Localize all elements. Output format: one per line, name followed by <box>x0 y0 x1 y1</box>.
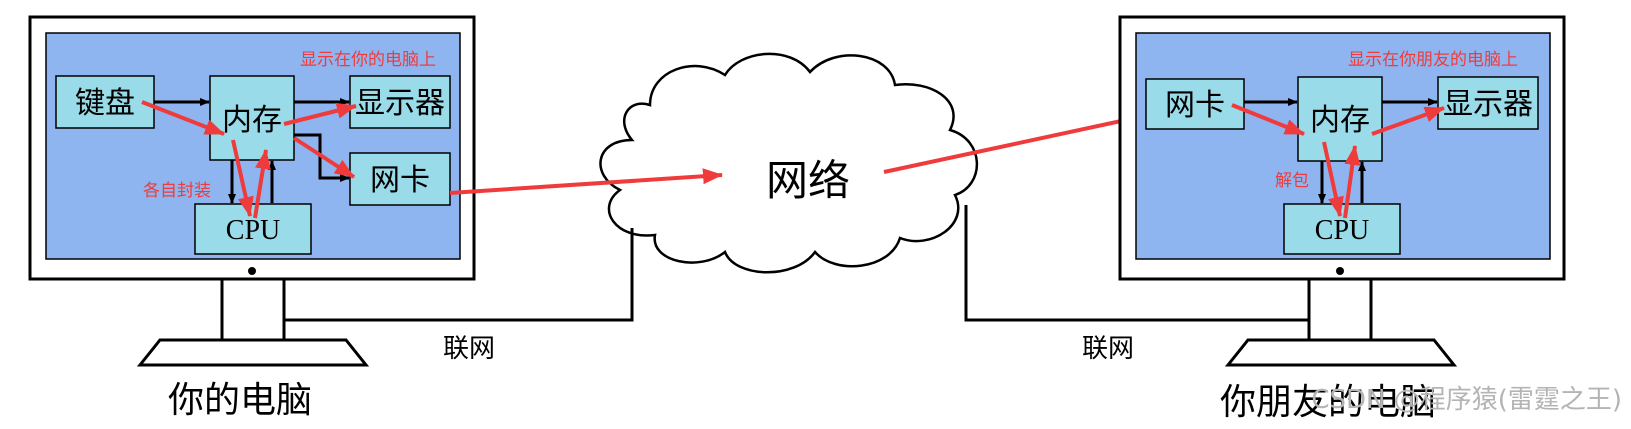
left-note-side: 各自封装 <box>143 181 211 201</box>
flow-network-to-right-nic <box>883 108 1164 174</box>
left-keyboard-label: 键盘 <box>75 86 135 121</box>
left-memory-box <box>209 75 295 161</box>
right-flow-memory-cpu <box>1322 141 1344 217</box>
right-computer: 网卡 内存 显示器 CPU 显示在你朋友的电脑上 解包 你朋友的电脑 <box>1118 15 1566 423</box>
left-note-top: 显示在你的电脑上 <box>300 50 436 70</box>
left-monitor-base <box>136 338 370 367</box>
right-nic-label: 网卡 <box>1165 88 1225 123</box>
right-display-box <box>1437 76 1539 130</box>
right-caption: 你朋友的电脑 <box>1220 382 1436 423</box>
left-flow-memory-cpu <box>231 139 254 217</box>
right-nic-box <box>1145 78 1245 130</box>
left-flow-memory-display <box>283 102 357 126</box>
right-memory-label: 内存 <box>1310 103 1370 138</box>
left-nic-label: 网卡 <box>370 163 430 198</box>
left-caption: 你的电脑 <box>168 380 312 421</box>
left-nic-box <box>349 152 451 206</box>
right-note-top: 显示在你朋友的电脑上 <box>1348 50 1518 70</box>
network-label: 网络 <box>766 156 850 205</box>
left-display-label: 显示器 <box>355 86 445 121</box>
right-flow-nic-memory <box>1231 103 1305 136</box>
right-memory-box <box>1297 76 1383 162</box>
flow-left-nic-to-network <box>449 168 723 195</box>
left-flow-cpu-memory <box>253 149 271 219</box>
right-flow-cpu-memory <box>1343 145 1361 219</box>
left-keyboard-box <box>55 75 155 129</box>
left-memory-label: 内存 <box>222 103 282 138</box>
right-display-label: 显示器 <box>1443 87 1533 122</box>
left-network-cable <box>284 228 634 322</box>
left-computer: 键盘 内存 显示器 网卡 CPU 显示在你的电脑上 各自封装 你的电脑 <box>28 15 476 421</box>
right-network-cable <box>964 205 1310 322</box>
cloud-shape <box>599 52 979 274</box>
right-power-led <box>1336 267 1344 275</box>
left-flow-memory-nic <box>292 136 356 179</box>
right-monitor-base <box>1224 338 1458 367</box>
right-cpu-label: CPU <box>1315 215 1369 246</box>
left-monitor-neck <box>220 271 286 349</box>
left-cpu-label: CPU <box>226 215 280 246</box>
csdn-watermark: CSDN @程序猿(雷霆之王) <box>1311 385 1622 415</box>
left-flow-keyboard-memory <box>141 100 225 136</box>
right-note-side: 解包 <box>1275 171 1309 191</box>
right-monitor-neck <box>1307 271 1373 349</box>
left-link-label: 联网 <box>443 334 495 364</box>
left-power-led <box>248 267 256 275</box>
left-display-box <box>349 75 451 129</box>
right-link-label: 联网 <box>1082 334 1134 364</box>
right-flow-memory-display <box>1371 106 1445 136</box>
network-cloud: 网络 <box>599 52 979 274</box>
